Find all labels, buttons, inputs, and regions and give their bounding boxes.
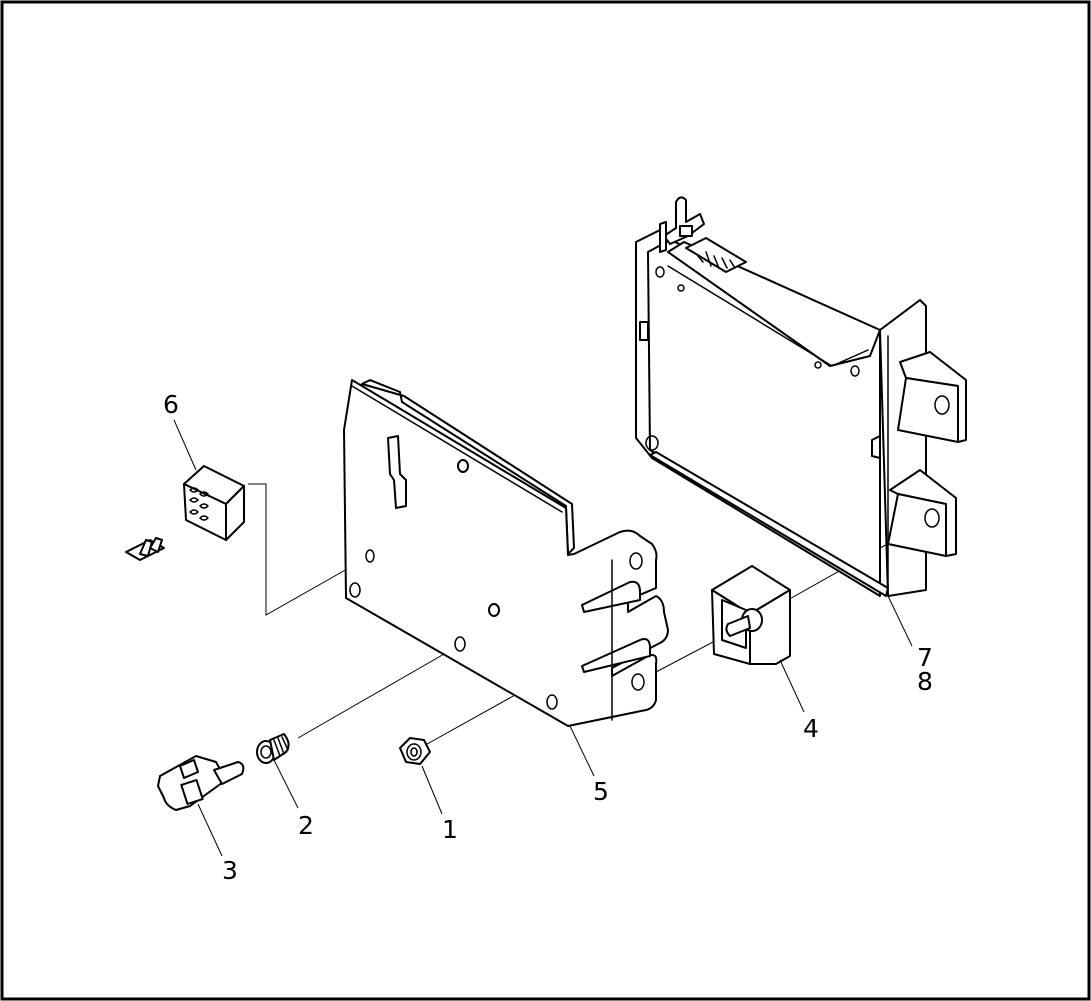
- callout-2: 2: [298, 811, 314, 840]
- relay: [183, 465, 245, 541]
- callout-6: 6: [163, 390, 179, 419]
- callout-7: 7: [917, 643, 933, 672]
- grommet: [256, 733, 290, 764]
- callout-3: 3: [222, 856, 238, 885]
- sensor: [157, 755, 245, 811]
- control-module: [635, 196, 967, 597]
- flange-nut: [399, 737, 431, 765]
- mounting-bracket: [343, 379, 669, 727]
- callout-labels: 1 2 3 4 5 6 7 8: [163, 390, 933, 885]
- isolator-block: [711, 565, 791, 665]
- callout-leaders: [173, 419, 913, 857]
- callout-8: 8: [917, 667, 933, 696]
- callout-4: 4: [803, 714, 819, 743]
- callout-5: 5: [593, 777, 609, 806]
- callout-1: 1: [442, 815, 458, 844]
- fuse: [125, 537, 165, 561]
